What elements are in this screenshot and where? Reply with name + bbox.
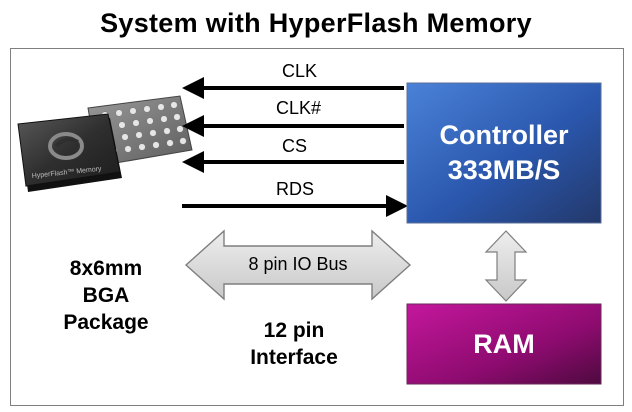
signal-label-clk: CLK [282,61,318,81]
controller-label-line1: Controller [439,120,569,150]
interface-label-line1: 12 pin [263,319,325,342]
signal-label-clk-n: CLK# [276,98,322,118]
controller-label-line2: 333MB/S [447,155,561,185]
package-label: 8x6mm BGA Package [36,255,176,336]
io-bus-arrow-icon [184,229,412,301]
ram-label: RAM [473,329,535,359]
signal-label-rds: RDS [276,179,315,199]
interface-label: 12 pin Interface [224,317,364,371]
controller-label: Controller 333MB/S [407,118,601,188]
clk-n-arrowhead-icon [182,115,204,137]
signal-lines [182,86,404,208]
diagram-frame [10,48,624,406]
diagram-title: System with HyperFlash Memory [100,8,532,38]
signal-label-cs: CS [282,136,308,156]
controller-box [406,82,602,224]
package-label-line2: BGA [82,284,130,307]
rds-arrowhead-icon [386,195,408,217]
package-label-line3: Package [63,311,149,334]
cs-arrowhead-icon [182,151,204,173]
package-label-line1: 8x6mm [69,257,143,280]
clk-arrowhead-icon [182,77,204,99]
ram-box [406,303,602,385]
io-bus-label: 8 pin IO Bus [248,254,348,274]
controller-ram-arrow-icon [484,230,528,302]
bga-chip-front-icon [17,113,122,192]
interface-label-line2: Interface [250,346,338,369]
